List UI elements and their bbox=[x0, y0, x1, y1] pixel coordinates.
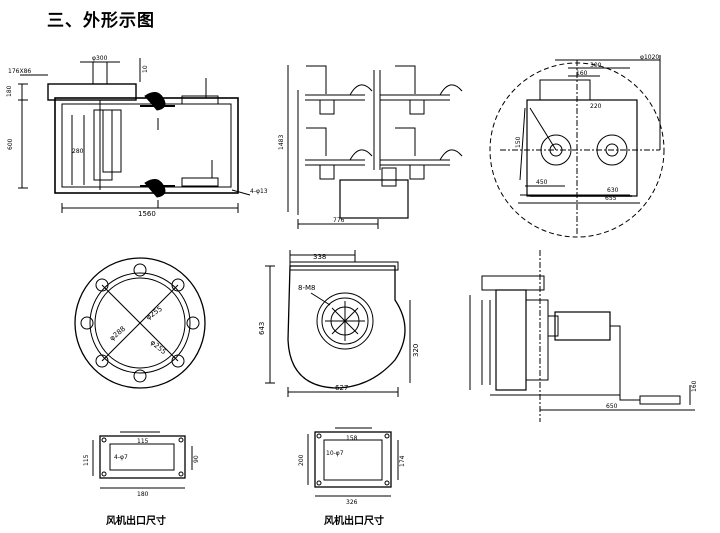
circle-d6-label: 450 bbox=[536, 179, 548, 186]
page-title: 三、外形示图 bbox=[47, 11, 155, 31]
volute-view bbox=[265, 250, 411, 397]
height-top-label: 180 bbox=[6, 85, 13, 97]
circle-dia-label: φ1020 bbox=[640, 54, 659, 61]
bolt-circle-label: φ288 bbox=[108, 325, 127, 343]
outlet-right-holes: 10-φ7 bbox=[326, 450, 344, 457]
outlet-left-bottom: 180 bbox=[137, 491, 149, 498]
dia-top-label: φ300 bbox=[92, 55, 108, 62]
circle-d7-label: 220 bbox=[590, 103, 602, 110]
outlet-left-h-right: 90 bbox=[193, 455, 200, 463]
outlet-left-view bbox=[92, 431, 193, 489]
inner-dim-label: 280 bbox=[72, 148, 84, 155]
outlet-right-caption: 风机出口尺寸 bbox=[324, 516, 384, 527]
outlet-right-view bbox=[307, 427, 399, 497]
stack-width-label: 776 bbox=[333, 217, 345, 224]
outlet-right-h-left: 200 bbox=[298, 454, 305, 466]
inner-dia-label: φ255 bbox=[145, 305, 164, 322]
side-bottom-label: 650 bbox=[606, 403, 618, 410]
side-motor-view bbox=[469, 250, 695, 422]
volute-right-label: 320 bbox=[412, 344, 420, 357]
outlet-left-caption: 风机出口尺寸 bbox=[106, 516, 166, 527]
outlet-left-h-left: 115 bbox=[83, 454, 90, 466]
width-label: 1560 bbox=[138, 210, 156, 218]
circle-d2-label: 160 bbox=[576, 70, 588, 77]
volute-height-label: 643 bbox=[258, 322, 266, 335]
outlet-left-holes: 4-φ7 bbox=[114, 454, 128, 461]
stacked-fans-view bbox=[287, 65, 463, 229]
circle-d3-label: 150 bbox=[515, 136, 522, 148]
flange-dim-label: 176X86 bbox=[8, 68, 31, 75]
round-flange-view bbox=[74, 257, 206, 389]
stack-height-label: 1483 bbox=[278, 135, 285, 150]
volute-top-label: 338 bbox=[313, 253, 326, 261]
holes-label: 4-φ13 bbox=[250, 188, 268, 195]
volute-bolts-label: 8-M8 bbox=[298, 284, 315, 292]
frame-side-view bbox=[18, 58, 251, 213]
outlet-left-w-inner: 115 bbox=[137, 438, 149, 445]
height-main-label: 600 bbox=[7, 138, 14, 150]
outlet-right-bottom: 326 bbox=[346, 499, 358, 506]
volute-width-label: 627 bbox=[335, 384, 348, 392]
outlet-right-h-right: 174 bbox=[399, 455, 406, 467]
side-dim-label: 10 bbox=[142, 65, 149, 73]
front-circle-view bbox=[489, 55, 665, 238]
circle-d4-label: 630 bbox=[607, 187, 619, 194]
circle-d5-label: 655 bbox=[605, 195, 617, 202]
circle-d1-label: 300 bbox=[590, 62, 602, 69]
outlet-right-w-inner: 158 bbox=[346, 435, 358, 442]
side-right-label: 160 bbox=[691, 380, 698, 392]
outer-dia-label: φ255 bbox=[149, 338, 168, 356]
